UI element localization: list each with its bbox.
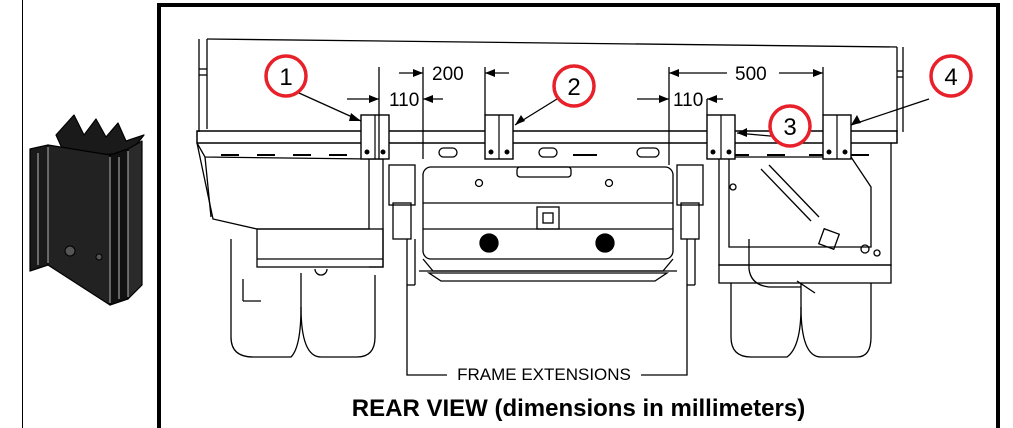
frame-extensions-label: FRAME EXTENSIONS xyxy=(457,365,631,384)
page-left-rule xyxy=(22,0,23,428)
callout-3-label: 3 xyxy=(783,114,796,141)
callout-2-ring xyxy=(552,64,596,108)
dimension-110-left-label: 110 xyxy=(389,90,419,111)
dimension-110-right-label: 110 xyxy=(673,90,703,111)
callout-1-label: 1 xyxy=(279,64,292,91)
callout-1-ring xyxy=(264,54,308,98)
dimension-200-label: 200 xyxy=(432,64,464,85)
dimension-500-label: 500 xyxy=(735,64,767,85)
callout-4-label: 4 xyxy=(944,64,957,91)
rear-view-diagram: 200 500 110 110 FRAME EXTENSIONS 1 2 3 4 xyxy=(196,38,973,384)
bracket-isometric-drawing xyxy=(29,114,145,306)
callout-2-label: 2 xyxy=(567,74,580,101)
callout-3-ring xyxy=(768,104,812,148)
callout-4-ring xyxy=(929,54,973,98)
diagram-caption: REAR VIEW (dimensions in millimeters) xyxy=(351,395,806,422)
diagram-frame xyxy=(157,3,1000,428)
